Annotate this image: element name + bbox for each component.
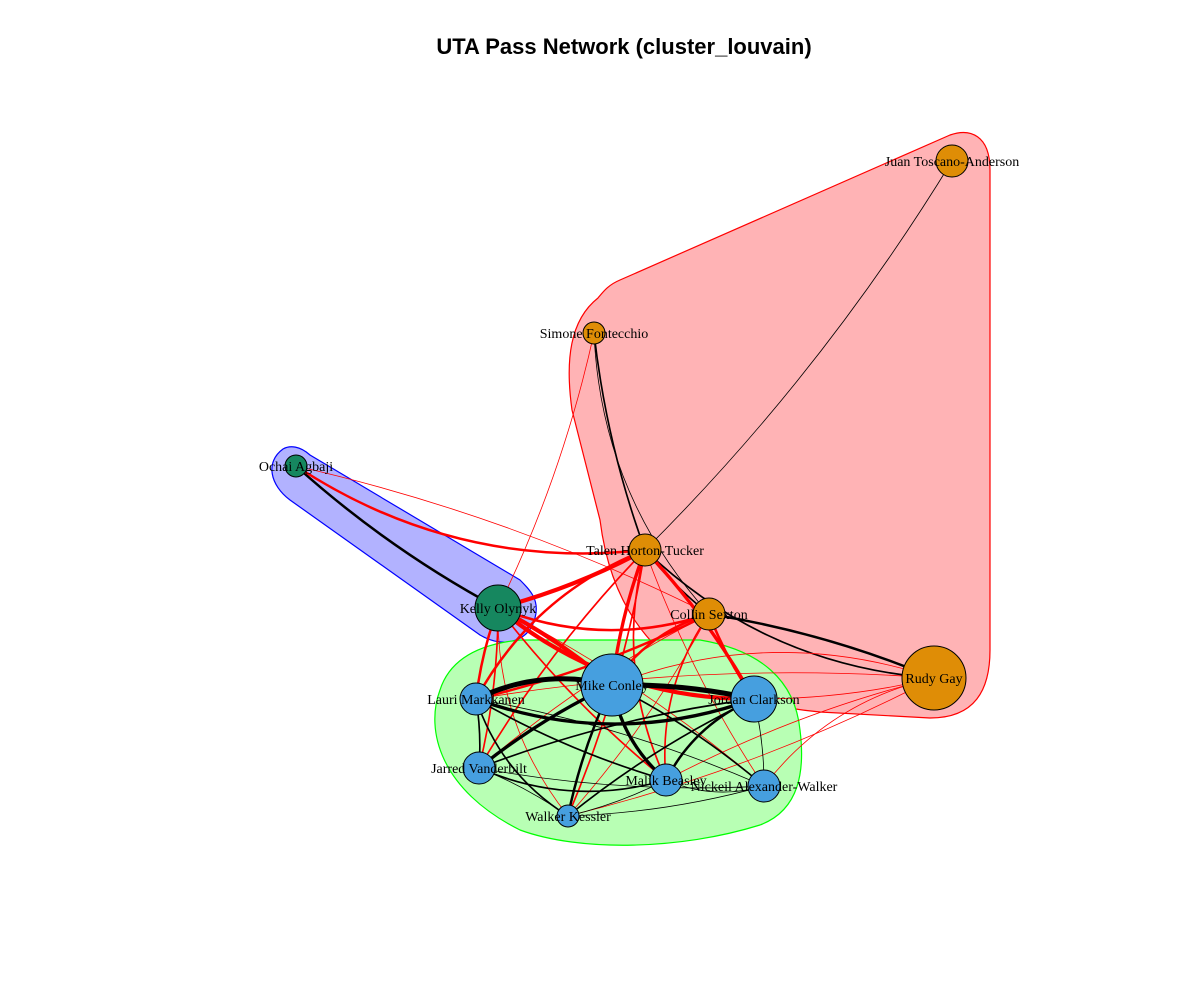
node-label-juan: Juan Toscano-Anderson <box>885 155 1019 170</box>
edge-lauri-jordan <box>475 697 755 726</box>
node-label-talen: Talen Horton-Tucker <box>586 544 704 559</box>
node-label-kelly: Kelly Olynyk <box>460 602 537 617</box>
edge-talen-jarred <box>478 549 646 769</box>
node-label-ochai: Ochai Agbaji <box>259 460 333 475</box>
node-circle-juan <box>935 144 969 178</box>
edge-kelly-collin <box>497 606 710 632</box>
chart-title: UTA Pass Network (cluster_louvain) <box>436 34 812 59</box>
edge-talen-lauri <box>474 548 646 700</box>
node-circle-lauri <box>459 682 493 716</box>
node-circle-simone <box>582 321 606 345</box>
node-label-collin: Collin Sexton <box>670 608 747 623</box>
node-label-mike: Mike Conley <box>575 679 649 694</box>
node-label-simone: Simone Fontecchio <box>540 327 649 342</box>
edge-collin-walker <box>567 613 710 817</box>
node-malik: Malik Beasley <box>625 763 707 797</box>
node-label-rudy: Rudy Gay <box>905 672 962 687</box>
node-label-lauri: Lauri Markkanen <box>427 693 525 708</box>
edge-walker-nickeil <box>567 785 765 817</box>
node-circle-kelly <box>474 584 522 632</box>
node-walker: Walker Kessler <box>525 804 611 828</box>
node-nickeil: Nickeil Alexander-Walker <box>691 769 838 803</box>
node-label-jordan: Jordan Clarkson <box>708 693 799 708</box>
edge-rudy-malik <box>665 677 935 781</box>
edge-jordan-jarred <box>478 698 755 769</box>
edge-jarred-nickeil <box>478 767 765 789</box>
node-circle-jordan <box>730 675 778 723</box>
edge-simone-talen <box>593 332 646 551</box>
node-ochai: Ochai Agbaji <box>259 454 333 478</box>
edge-kelly-walker <box>497 607 569 817</box>
node-collin: Collin Sexton <box>670 597 748 631</box>
edge-ochai-talen <box>295 464 646 555</box>
edge-simone-kelly <box>497 332 595 609</box>
node-label-walker: Walker Kessler <box>525 810 611 825</box>
node-simone: Simone Fontecchio <box>540 321 649 345</box>
edge-talen-nickeil <box>644 549 765 787</box>
edge-talen-rudy <box>644 549 935 679</box>
node-jordan: Jordan Clarkson <box>708 675 800 723</box>
node-circle-ochai <box>284 454 308 478</box>
node-circle-jarred <box>462 751 496 785</box>
node-circle-rudy <box>901 645 967 711</box>
node-circle-mike <box>580 653 644 717</box>
edge-collin-malik <box>664 613 710 781</box>
node-talen: Talen Horton-Tucker <box>586 533 704 567</box>
edge-jordan-walker <box>567 698 755 817</box>
node-label-malik: Malik Beasley <box>625 774 706 789</box>
node-label-nickeil: Nickeil Alexander-Walker <box>691 780 838 795</box>
node-juan: Juan Toscano-Anderson <box>885 144 1019 178</box>
edge-ochai-kelly <box>295 465 499 610</box>
edge-rudy-mike <box>611 652 935 686</box>
edge-rudy-lauri <box>475 672 935 700</box>
node-circle-collin <box>692 597 726 631</box>
node-rudy: Rudy Gay <box>901 645 967 711</box>
edge-lauri-nickeil <box>475 698 765 787</box>
node-circle-talen <box>628 533 662 567</box>
node-jarred: Jarred Vanderbilt <box>431 751 527 785</box>
edge-jarred-malik <box>478 767 667 793</box>
node-circle-malik <box>649 763 683 797</box>
node-circle-walker <box>556 804 580 828</box>
edge-ochai-collin <box>295 465 710 615</box>
edge-juan-talen <box>644 160 953 551</box>
node-mike: Mike Conley <box>575 653 649 717</box>
edge-rudy-walker <box>567 677 935 817</box>
node-circle-nickeil <box>747 769 781 803</box>
node-lauri: Lauri Markkanen <box>427 682 525 716</box>
node-label-jarred: Jarred Vanderbilt <box>431 762 527 777</box>
edge-lauri-malik <box>475 698 667 781</box>
node-kelly: Kelly Olynyk <box>460 584 537 632</box>
